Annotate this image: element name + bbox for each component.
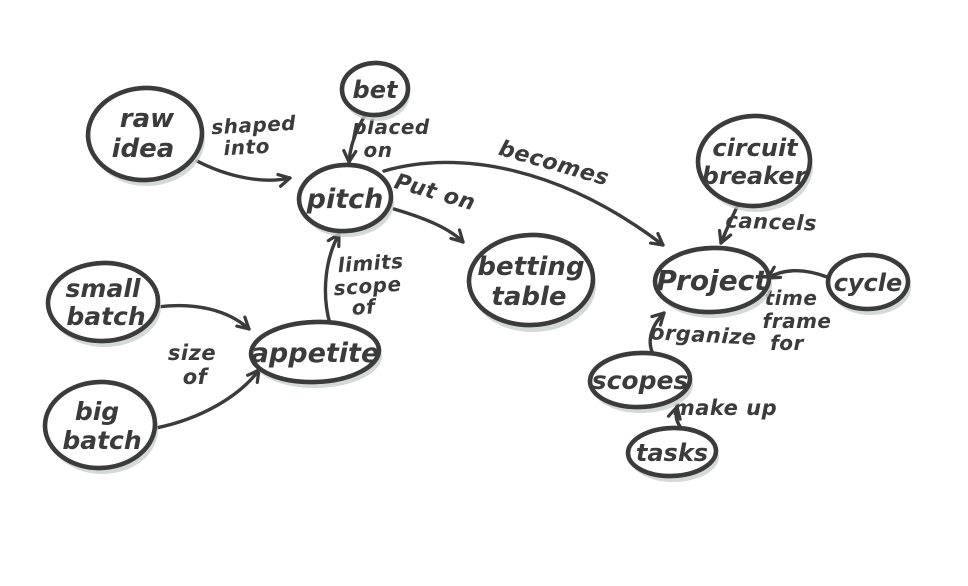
node-circuit-breaker: circuit breaker [695, 113, 813, 213]
node-appetite-label: appetite [251, 338, 380, 369]
node-raw-idea-label: idea [112, 134, 175, 164]
node-scopes-bubble [587, 350, 693, 410]
node-tasks-bubble [625, 425, 719, 479]
node-bet-bubble [339, 60, 411, 118]
edge-label-of: of [351, 294, 378, 320]
node-small-batch-label: small [66, 274, 141, 303]
node-circuit-breaker-label: circuit [712, 134, 799, 162]
node-small-batch-label: batch [66, 302, 145, 331]
node-raw-idea: raw idea [85, 85, 205, 187]
node-small-batch-bubble [45, 260, 161, 344]
edge-organize: organize [648, 311, 758, 356]
node-circuit-breaker-bubble [695, 113, 813, 209]
edge-organize-arrow [648, 311, 666, 356]
node-project: Project [652, 245, 772, 319]
edge-label-scope: scope [333, 272, 402, 301]
edge-time-frame-for-arrow [766, 265, 829, 280]
edge-label-organize: organize [650, 320, 758, 350]
edge-label-size-of: of [183, 365, 210, 389]
edge-label-put-on: Put on [391, 169, 478, 216]
edge-shaped-into-arrow [195, 159, 292, 188]
edge-placed-on: placed on [342, 112, 429, 164]
node-scopes: scopes [587, 350, 693, 414]
node-cycle: cycle [825, 252, 911, 316]
node-appetite: appetite [248, 319, 382, 389]
edge-size-of-small-arrow [155, 303, 251, 331]
node-cycle-label: cycle [834, 269, 903, 297]
edge-label-on: on [364, 138, 393, 162]
edge-label-limits: limits [337, 249, 404, 278]
node-betting-table-label: betting [477, 252, 584, 282]
node-betting-table-label: table [491, 282, 566, 312]
node-scopes-label: scopes [592, 366, 689, 395]
node-tasks: tasks [625, 425, 719, 483]
edge-make-up: make up [666, 396, 777, 432]
node-betting-table: betting table [466, 232, 596, 333]
node-big-batch-label: big [75, 397, 119, 426]
node-big-batch: big batch [42, 379, 158, 475]
edge-label-shaped: shaped [211, 111, 297, 139]
edge-label-into: into [223, 134, 271, 160]
edge-label-make-up: make up [673, 396, 777, 420]
node-raw-idea-bubble [85, 85, 205, 183]
node-bet: bet [339, 60, 411, 122]
node-betting-table-bubble [466, 232, 596, 328]
node-bet-label: bet [353, 76, 399, 104]
edge-time-frame-for: time frame for [763, 265, 832, 355]
edge-label-size: size [168, 341, 216, 365]
edge-size-of-big-arrow [154, 368, 261, 430]
node-pitch-label: pitch [306, 184, 384, 215]
node-circuit-breaker-label: breaker [702, 162, 809, 190]
edge-label-frame: frame [763, 309, 832, 333]
node-project-label: Project [656, 264, 769, 297]
edge-label-cancels: cancels [725, 208, 817, 235]
node-big-batch-label: batch [62, 426, 141, 455]
edge-label-time: time [765, 286, 818, 310]
edge-limits-scope-of: limits scope of [323, 232, 404, 326]
node-big-batch-bubble [42, 379, 158, 471]
node-raw-idea-label: raw [120, 104, 175, 134]
node-small-batch: small batch [45, 260, 161, 348]
edge-size-of: size of [154, 303, 261, 430]
node-pitch: pitch [296, 162, 394, 238]
edge-becomes-arrow [382, 160, 665, 247]
edge-put-on: Put on [391, 169, 478, 244]
edge-shaped-into: shaped into [195, 111, 297, 188]
node-cycle-bubble [825, 252, 911, 312]
edge-put-on-arrow [392, 207, 465, 244]
edge-label-for: for [770, 331, 804, 355]
node-pitch-bubble [296, 162, 394, 234]
node-appetite-bubble [248, 319, 382, 385]
edge-limits-scope-of-arrow [323, 232, 341, 326]
node-project-bubble [652, 245, 772, 315]
node-tasks-label: tasks [636, 439, 708, 467]
